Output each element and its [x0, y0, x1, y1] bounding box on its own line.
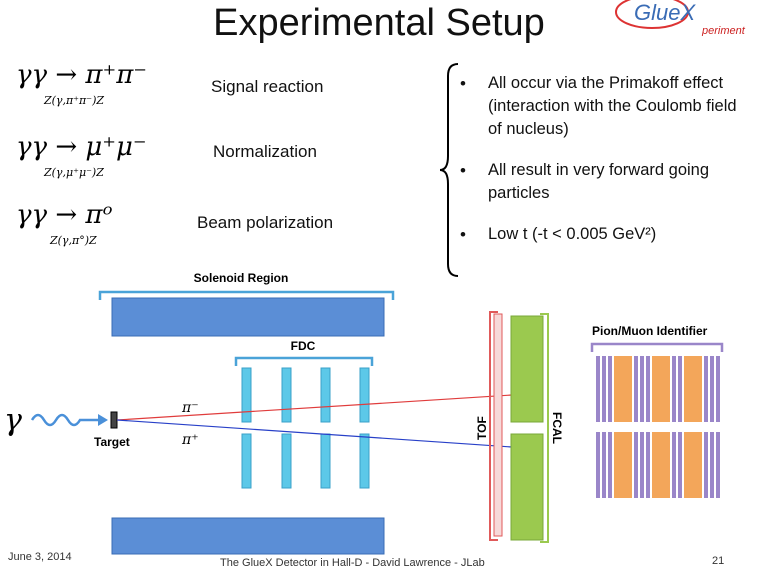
fcal-label: FCAL [550, 412, 564, 444]
fdc-label: FDC [291, 339, 316, 353]
curly-brace [439, 63, 459, 277]
detector-diagram: Solenoid Region FDC γ Target π⁻ π⁺ TOF F… [4, 271, 724, 555]
reaction-3-subscript: Z(γ,π°)Z [50, 234, 97, 247]
fcal-lower [510, 433, 544, 541]
identifier-upper-block [596, 356, 720, 422]
solenoid-label: Solenoid Region [194, 271, 289, 285]
pi-minus-track [116, 394, 513, 421]
pi-plus-label: π⁺ [181, 432, 199, 448]
bullet-item: Low t (-t < 0.005 GeV²) [460, 223, 750, 246]
solenoid-top-bar [111, 297, 385, 337]
tof-label: TOF [475, 416, 489, 440]
fdc-plane [241, 367, 252, 423]
footer-center: The GlueX Detector in Hall-D - David Law… [220, 557, 485, 569]
reaction-3-label: Beam polarization [197, 213, 334, 232]
fdc-plane [241, 433, 252, 489]
identifier-label: Pion/Muon Identifier [592, 324, 708, 338]
gluex-logo: GlueX periment [615, 0, 746, 36]
target [110, 411, 118, 429]
reaction-2-equation: γγ → μ⁺μ⁻ [16, 132, 147, 162]
logo-subtext: periment [701, 25, 746, 36]
reaction-2-label: Normalization [213, 142, 317, 161]
photon-arrow [30, 413, 104, 427]
reaction-1-equation: γγ → π⁺π⁻ [16, 60, 148, 90]
solenoid-bottom-bar [111, 517, 385, 555]
fdc-plane [359, 433, 370, 489]
identifier-lower-block [596, 432, 720, 498]
tof-wall [493, 313, 503, 537]
solenoid-bracket [98, 290, 395, 300]
reaction-1-subscript: Z(γ,π⁺π⁻)Z [44, 94, 105, 107]
reaction-3-equation: γγ → πᵒ [16, 200, 113, 230]
tof-bracket [489, 311, 498, 541]
bullet-item: All result in very forward going particl… [460, 159, 750, 205]
fcal-bracket [540, 313, 549, 543]
target-label: Target [94, 435, 130, 449]
gamma-label: γ [4, 403, 22, 438]
footer-page-number: 21 [712, 555, 725, 567]
bullet-list: All occur via the Primakoff effect (inte… [460, 72, 750, 264]
photon-arrowhead [98, 414, 108, 426]
fdc-plane [281, 433, 292, 489]
bullet-item: All occur via the Primakoff effect (inte… [460, 72, 750, 141]
reaction-2-subscript: Z(γ,μ⁺μ⁻)Z [44, 166, 104, 179]
fdc-plane [359, 367, 370, 423]
fcal-upper [510, 315, 544, 423]
fdc-plane [281, 367, 292, 423]
identifier-bracket [590, 342, 724, 352]
pi-plus-track [116, 419, 513, 448]
pi-minus-label: π⁻ [181, 400, 199, 416]
slide-title: Experimental Setup [213, 2, 545, 44]
fdc-plane [320, 433, 331, 489]
reaction-1-label: Signal reaction [211, 77, 324, 96]
fdc-bracket [234, 356, 374, 366]
footer-date: June 3, 2014 [8, 551, 72, 563]
logo-text: GlueX [634, 0, 696, 25]
fdc-plane [320, 367, 331, 423]
